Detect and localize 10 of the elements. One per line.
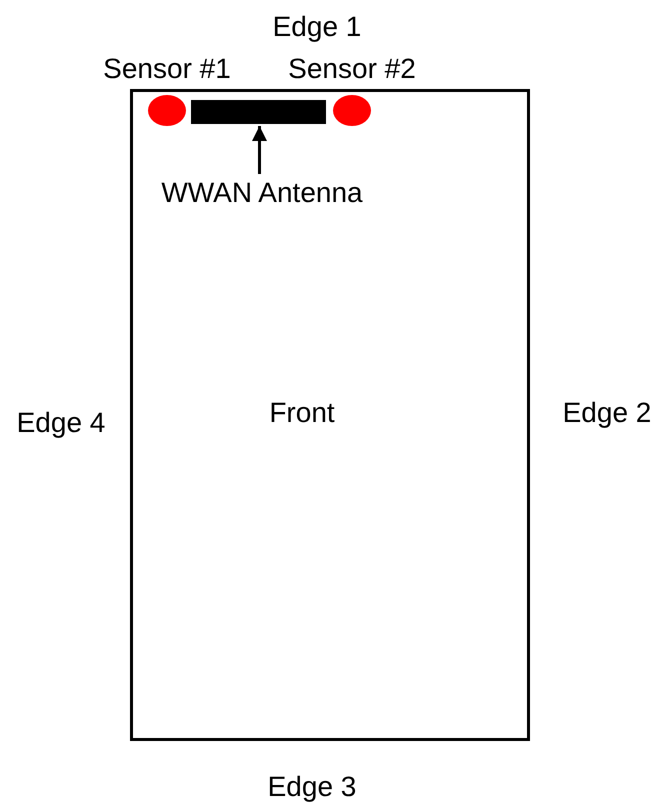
- edge-name: Edge 3: [268, 773, 356, 801]
- edge-name: Edge 1: [272, 13, 362, 41]
- component-label: WWAN Antenna: [161, 179, 363, 207]
- sensor-label: Sensor #2: [288, 55, 416, 83]
- edge-name: Edge 2: [562, 399, 652, 427]
- arrow: [252, 126, 267, 174]
- side-label: Front: [269, 399, 335, 427]
- edge-name: Edge 4: [16, 409, 106, 437]
- sensor-label: Sensor #1: [103, 55, 231, 83]
- antenna-bar: [191, 100, 326, 124]
